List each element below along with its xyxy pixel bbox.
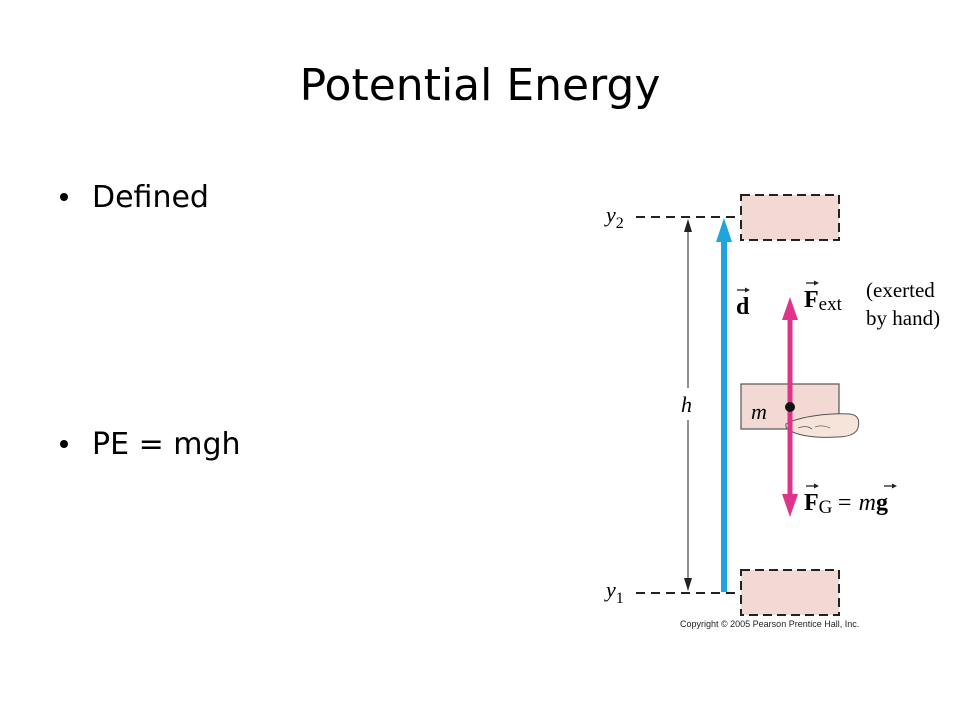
slide-title: Potential Energy — [299, 60, 661, 111]
bullet-pe-formula: PE = mgh — [60, 427, 241, 462]
f-ext-arrowhead — [782, 297, 798, 320]
f-g-arrowhead — [782, 494, 798, 517]
h-label: h — [681, 392, 692, 417]
exerted-by-hand-line1: (exerted — [866, 278, 935, 302]
bullet-text: Defined — [92, 180, 209, 215]
center-of-mass-dot — [785, 402, 795, 412]
height-arrow-down — [684, 578, 692, 591]
displacement-arrowhead — [716, 218, 732, 242]
svg-text:Fext: Fext — [804, 287, 843, 315]
m-label: m — [751, 399, 767, 424]
y2-label: y2 — [604, 202, 624, 232]
svg-text:FG= mg: FG= mg — [804, 490, 888, 518]
height-arrow-up — [684, 219, 692, 232]
svg-text:d: d — [736, 294, 750, 320]
hand-icon — [785, 413, 860, 438]
box-bottom-dashed — [740, 569, 840, 616]
f-ext-label: Fext — [804, 280, 843, 315]
copyright-text: Copyright © 2005 Pearson Prentice Hall, … — [680, 619, 859, 629]
bullet-text: PE = mgh — [92, 427, 241, 462]
d-vector-label: d — [736, 287, 750, 320]
box-top-dashed — [740, 194, 840, 241]
bullet-dot — [60, 439, 68, 448]
bullet-defined: Defined — [60, 180, 209, 215]
bullet-dot — [60, 192, 68, 201]
f-g-label: FG= mg — [804, 483, 897, 518]
exerted-by-hand-line2: by hand) — [866, 306, 940, 330]
y1-label: y1 — [604, 577, 624, 607]
